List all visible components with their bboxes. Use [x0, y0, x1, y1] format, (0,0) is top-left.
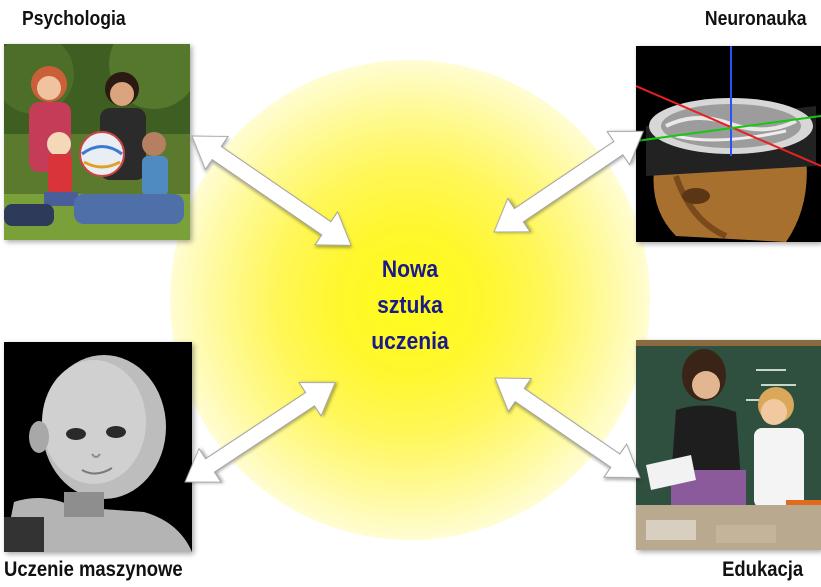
- label-edukacja: Edukacja: [722, 558, 803, 582]
- center-title-line3: uczenia: [340, 324, 481, 360]
- arrow-edukacja: [484, 362, 652, 495]
- center-title-line1: Nowa: [340, 252, 481, 288]
- arrow-uczenie: [174, 366, 346, 499]
- center-title: Nowa sztuka uczenia: [340, 252, 481, 360]
- center-title-line2: sztuka: [340, 288, 481, 324]
- arrow-psychologia: [181, 120, 363, 262]
- label-neuronauka: Neuronauka: [705, 8, 807, 31]
- label-psychologia: Psychologia: [22, 8, 126, 31]
- arrow-neuronauka: [483, 115, 655, 249]
- label-uczenie-maszynowe: Uczenie maszynowe: [4, 558, 183, 582]
